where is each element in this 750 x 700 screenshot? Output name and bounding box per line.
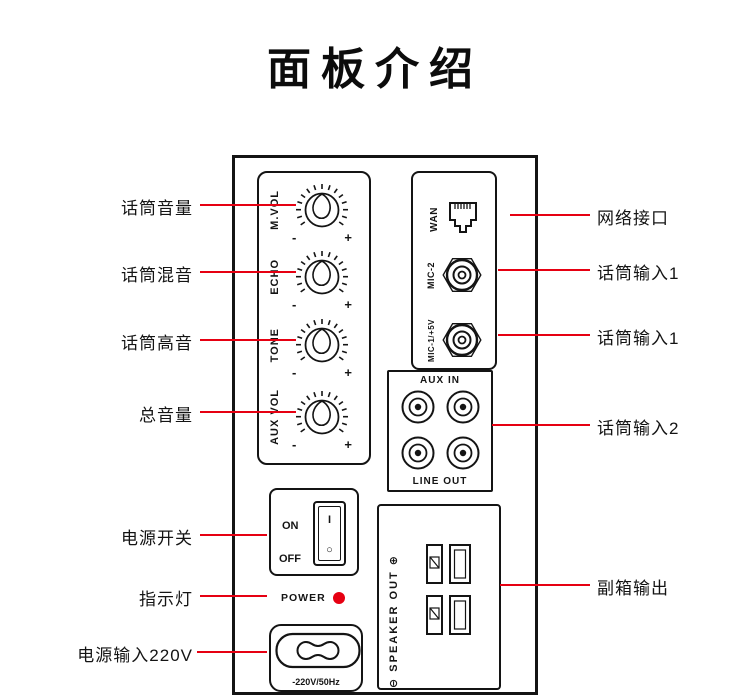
rca-jack-icon: [446, 436, 479, 470]
speaker-terminal-icon: [426, 544, 471, 584]
aux-in-label: AUX IN: [420, 375, 460, 386]
knob-max-label: +: [344, 365, 352, 380]
callout-power-switch: 电源开关: [121, 529, 193, 548]
knob-mvol: M.VOL - +: [263, 181, 367, 245]
rj45-port-icon: [448, 202, 477, 233]
mic2-jack: MIC-2: [415, 241, 495, 309]
knob-auxvol: AUX VOL - +: [263, 388, 367, 452]
rotary-knob-icon: - +: [291, 248, 353, 312]
power-indicator: POWER: [281, 592, 345, 604]
callout-line: [498, 269, 590, 271]
power-led-icon: [332, 592, 345, 604]
rocker-off-mark: ○: [326, 544, 333, 556]
callout-mic-input-1a: 话筒输入1: [597, 264, 680, 283]
rca-jack-icon: [401, 436, 434, 470]
wan-label: WAN: [428, 206, 440, 232]
rotary-knob-icon: - +: [291, 316, 353, 380]
callout-mic-volume: 话筒音量: [121, 199, 193, 218]
rocker-face: I ○: [318, 506, 341, 561]
callout-line: [197, 651, 267, 653]
knob-min-label: -: [292, 365, 297, 380]
ac-rating-label: -220V/50Hz: [292, 677, 340, 687]
knob-echo: ECHO - +: [263, 248, 367, 312]
callout-mic-input-2: 话筒输入2: [597, 419, 680, 438]
rotary-knob-icon: - +: [291, 181, 353, 245]
connector-section: WAN MIC-2: [411, 171, 497, 370]
line-out-jacks: [389, 435, 491, 471]
aux-section: AUX IN: [387, 370, 493, 492]
rca-jack-icon: [401, 390, 434, 424]
knob-min-label: -: [292, 230, 297, 245]
speaker-out-label: ⊖ SPEAKER OUT ⊕: [388, 553, 400, 688]
callout-line: [200, 204, 296, 206]
knob-tone: TONE - +: [263, 316, 367, 380]
device-panel: M.VOL - + ECHO: [232, 155, 538, 695]
knob-max-label: +: [344, 437, 352, 452]
power-switch-section: ON OFF I ○: [269, 488, 359, 576]
callout-line: [200, 595, 267, 597]
knob-max-label: +: [344, 230, 352, 245]
mic1-jack: MIC-1/+5V: [415, 306, 495, 374]
callout-mic-echo: 话筒混音: [121, 266, 193, 285]
knob-tone-label: TONE: [269, 327, 281, 363]
power-label: POWER: [281, 592, 326, 604]
wan-port: WAN: [415, 185, 495, 253]
callout-line: [500, 584, 590, 586]
speaker-out-section: ⊖ SPEAKER OUT ⊕: [377, 504, 501, 690]
knob-auxvol-label: AUX VOL: [269, 389, 281, 445]
callout-indicator-light: 指示灯: [139, 590, 193, 609]
rotary-knob-icon: - +: [291, 388, 353, 452]
mic2-label: MIC-2: [426, 261, 436, 289]
rocker-switch-icon: I ○: [313, 501, 346, 566]
callout-line: [200, 339, 296, 341]
on-label: ON: [282, 520, 299, 532]
mic1-label: MIC-1/+5V: [426, 318, 436, 362]
aux-in-jacks: [389, 389, 491, 425]
knob-min-label: -: [292, 297, 297, 312]
callout-line: [200, 271, 296, 273]
callout-line: [200, 534, 267, 536]
callout-network-port: 网络接口: [597, 209, 669, 228]
callout-sub-speaker-output: 副箱输出: [597, 579, 669, 598]
off-label: OFF: [279, 553, 301, 565]
rca-jack-icon: [446, 390, 479, 424]
knob-min-label: -: [292, 437, 297, 452]
knob-section: M.VOL - + ECHO: [257, 171, 371, 465]
callout-line: [510, 214, 590, 216]
callout-line: [498, 334, 590, 336]
quarter-inch-jack-icon: [441, 322, 482, 357]
knob-mvol-label: M.VOL: [269, 190, 281, 230]
callout-master-volume: 总音量: [139, 406, 193, 425]
knob-echo-label: ECHO: [269, 259, 281, 295]
callout-power-input: 电源输入220V: [77, 646, 193, 665]
speaker-terminals: [425, 542, 477, 637]
speaker-terminal-icon: [426, 595, 471, 635]
ac-inlet: -220V/50Hz: [269, 624, 363, 692]
rocker-on-mark: I: [327, 514, 332, 526]
figure8-ac-inlet-icon: [275, 632, 361, 669]
callout-line: [492, 424, 590, 426]
callout-line: [200, 411, 296, 413]
line-out-label: LINE OUT: [412, 476, 468, 487]
knob-max-label: +: [344, 297, 352, 312]
page-title: 面板介绍: [267, 45, 483, 94]
callout-mic-treble: 话筒高音: [121, 334, 193, 353]
callout-mic-input-1b: 话筒输入1: [597, 329, 680, 348]
quarter-inch-jack-icon: [442, 257, 482, 292]
